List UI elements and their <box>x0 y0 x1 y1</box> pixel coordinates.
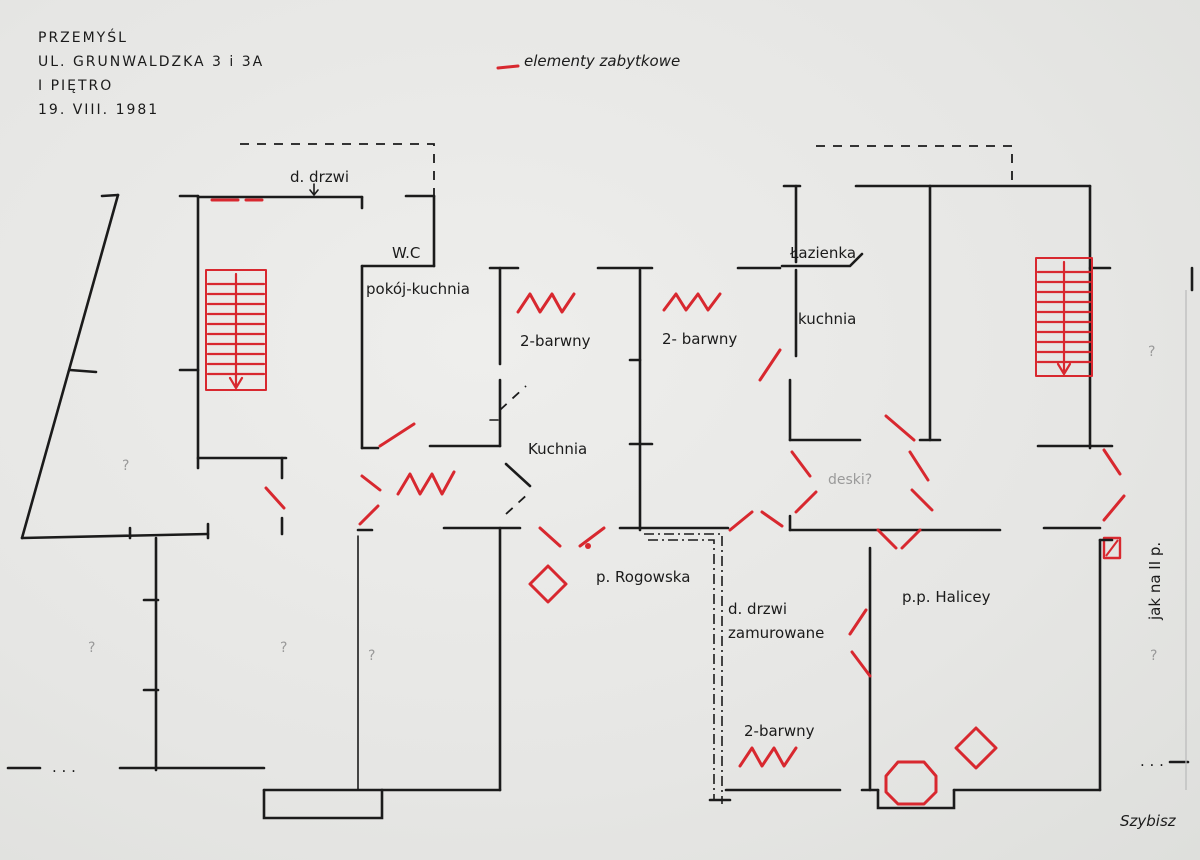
balcony-left <box>262 788 384 820</box>
label-kuchnia-center: Kuchnia <box>528 440 587 458</box>
label-bathroom: Łazienka <box>789 244 856 262</box>
left-slanted-wall <box>20 193 120 540</box>
historic-stove-zigzag-4 <box>738 746 798 768</box>
legend-label: elementy zabytkowe <box>524 52 680 70</box>
label-old-door-top: d. drzwi <box>290 168 349 186</box>
header-floor: I PIĘTRO <box>38 78 113 94</box>
historic-tile-stove-octagon <box>884 760 938 806</box>
historic-door-pk-2 <box>360 474 382 492</box>
label-two-color-3: 2-barwny <box>744 722 815 740</box>
unknown-mark-1: ? <box>122 458 129 474</box>
header-city: PRZEMYŚL <box>38 28 128 46</box>
label-two-color-2: 2- barwny <box>662 330 737 348</box>
header-date: 19. VIII. 1981 <box>38 102 159 118</box>
label-pokoj-kuchnia: pokój-kuchnia <box>366 280 470 298</box>
dashed-outline-left <box>240 143 435 196</box>
label-two-color-1: 2-barwny <box>520 332 591 350</box>
unknown-mark-2: ? <box>88 640 95 656</box>
label-old-door-walled-1: d. drzwi <box>728 600 787 618</box>
unknown-mark-6: ? <box>1150 648 1157 664</box>
dashed-door-swing <box>499 385 527 411</box>
balcony-right <box>876 788 956 810</box>
historic-staircase-right <box>1035 257 1093 377</box>
dashdot-corridor-inner <box>648 539 715 800</box>
label-side-note: jak na II p. <box>1146 542 1164 621</box>
historic-tile-stove-diamond-2 <box>954 726 998 770</box>
historic-post-mark <box>585 543 591 549</box>
unknown-mark-5: ? <box>1148 344 1155 360</box>
dots-right: . . . <box>1140 752 1164 770</box>
unknown-mark-3: ? <box>280 640 287 656</box>
historic-door-kitchen-right <box>758 348 782 382</box>
arrow-down-icon <box>309 183 319 197</box>
label-boards: deski? <box>828 472 872 488</box>
unknown-mark-4: ? <box>368 648 375 664</box>
label-halicey: p.p. Halicey <box>902 588 991 606</box>
historic-stove-zigzag-2 <box>516 292 576 314</box>
signature: Szybisz <box>1120 812 1177 830</box>
historic-tile-stove-diamond-1 <box>528 564 568 604</box>
header-street: UL. GRUNWALDZKA 3 i 3A <box>38 54 264 70</box>
dots-left: . . . <box>52 758 76 776</box>
historic-door-left-1 <box>264 486 286 510</box>
historic-door-pk-3 <box>358 504 380 526</box>
label-rogowska: p. Rogowska <box>596 568 690 586</box>
historic-staircase-left <box>205 269 267 391</box>
dashdot-corridor-outer <box>644 533 723 804</box>
label-kuchnia-right: kuchnia <box>798 310 856 328</box>
historic-stove-zigzag-3 <box>662 292 722 312</box>
historic-stove-square <box>1102 536 1122 560</box>
dashed-outline-right <box>816 145 1013 182</box>
label-wc: W.C <box>392 244 420 262</box>
label-old-door-walled-2: zamurowane <box>728 624 824 642</box>
historic-door-pk <box>378 422 416 448</box>
historic-door-rogowska <box>538 526 562 548</box>
historic-stove-zigzag-1 <box>396 470 456 496</box>
historic-door-halicey-1 <box>728 510 754 532</box>
legend-red-swatch <box>496 64 520 70</box>
